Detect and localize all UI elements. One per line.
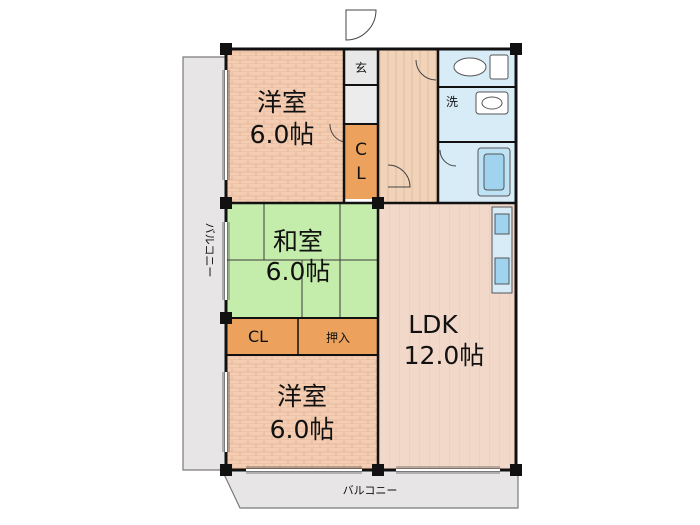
walls bbox=[224, 47, 518, 472]
western-room-top bbox=[226, 49, 344, 203]
ldk-name: LDK bbox=[408, 310, 458, 339]
corridor bbox=[378, 49, 438, 203]
genkan-area bbox=[344, 49, 378, 85]
bathtub-fixture bbox=[477, 147, 511, 197]
genkan-label: 玄 bbox=[355, 60, 367, 75]
balcony-side-label: バルコニー bbox=[203, 223, 216, 278]
oshiire bbox=[298, 318, 378, 355]
tatami-lines bbox=[226, 203, 378, 318]
toilet-fixture bbox=[453, 54, 509, 80]
window-frames bbox=[222, 70, 500, 474]
closet-vertical bbox=[344, 124, 378, 199]
washbasin-fixture bbox=[475, 91, 509, 115]
western-room-bottom bbox=[226, 355, 378, 470]
windows bbox=[225, 70, 500, 471]
western-room-top-size: 6.0帖 bbox=[250, 120, 315, 149]
washroom-label: 洗 bbox=[446, 95, 458, 109]
closet-vertical-label-c: C bbox=[355, 140, 367, 160]
ldk-size: 12.0帖 bbox=[404, 341, 485, 370]
hall-area bbox=[344, 85, 378, 124]
western-room-bottom-name: 洋室 bbox=[277, 382, 327, 411]
closet-horizontal bbox=[226, 318, 298, 355]
western-room-bottom-size: 6.0帖 bbox=[270, 415, 335, 444]
closet-vertical-label-l: L bbox=[356, 164, 366, 184]
japanese-room-size: 6.0帖 bbox=[266, 257, 331, 286]
western-room-top-name: 洋室 bbox=[257, 88, 307, 117]
japanese-room-name: 和室 bbox=[273, 227, 323, 256]
door-swings bbox=[329, 9, 457, 188]
kitchen-counter bbox=[491, 206, 513, 294]
wall-posts bbox=[220, 43, 522, 476]
oshiire-label: 押入 bbox=[326, 331, 350, 345]
balcony-bottom-label: バルコニー bbox=[343, 484, 398, 497]
closet-horizontal-label: CL bbox=[248, 327, 268, 346]
